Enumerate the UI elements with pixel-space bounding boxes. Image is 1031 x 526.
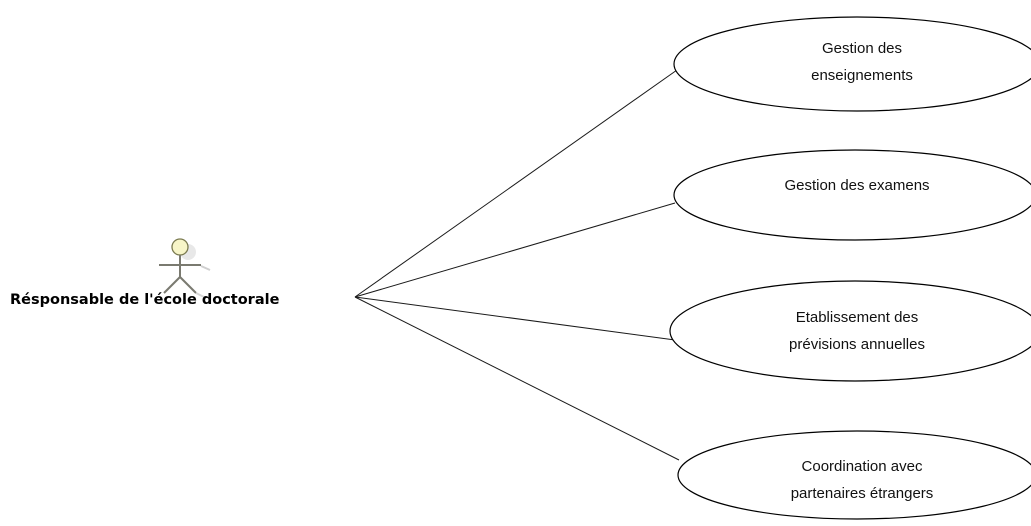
use-case-previsions-annuelles[interactable]: Etablissement des prévisions annuelles xyxy=(669,280,1031,382)
actor-head-icon xyxy=(171,238,189,256)
use-case-label-line-2: enseignements xyxy=(811,67,913,84)
association-line-previsions xyxy=(354,296,676,341)
use-case-label-line-1: Gestion des xyxy=(822,40,902,57)
actor-label: Résponsable de l'école doctorale xyxy=(10,292,280,308)
association-line-coordination xyxy=(354,296,680,461)
use-case-label-line-1: Gestion des examens xyxy=(784,177,929,194)
actor[interactable]: Résponsable de l'école doctorale xyxy=(10,238,280,308)
use-case-coordination-partenaires[interactable]: Coordination avec partenaires étrangers xyxy=(677,430,1031,520)
use-case-ellipse[interactable] xyxy=(673,16,1031,112)
use-case-label-line-1: Coordination avec xyxy=(802,458,923,475)
use-case-gestion-examens[interactable]: Gestion des examens xyxy=(673,149,1031,241)
use-case-ellipse[interactable] xyxy=(669,280,1031,382)
associations xyxy=(354,69,680,461)
association-line-enseignements xyxy=(354,69,678,298)
use-case-label-line-2: prévisions annuelles xyxy=(789,336,925,353)
use-case-ellipse[interactable] xyxy=(677,430,1031,520)
use-case-label-line-1: Etablissement des xyxy=(796,309,919,326)
actor-figure-icon xyxy=(159,238,211,298)
use-case-label-line-2: partenaires étrangers xyxy=(791,485,934,502)
use-case-gestion-enseignements[interactable]: Gestion des enseignements xyxy=(673,16,1031,112)
use-case-ellipse[interactable] xyxy=(673,149,1031,241)
association-line-examens xyxy=(354,202,676,298)
